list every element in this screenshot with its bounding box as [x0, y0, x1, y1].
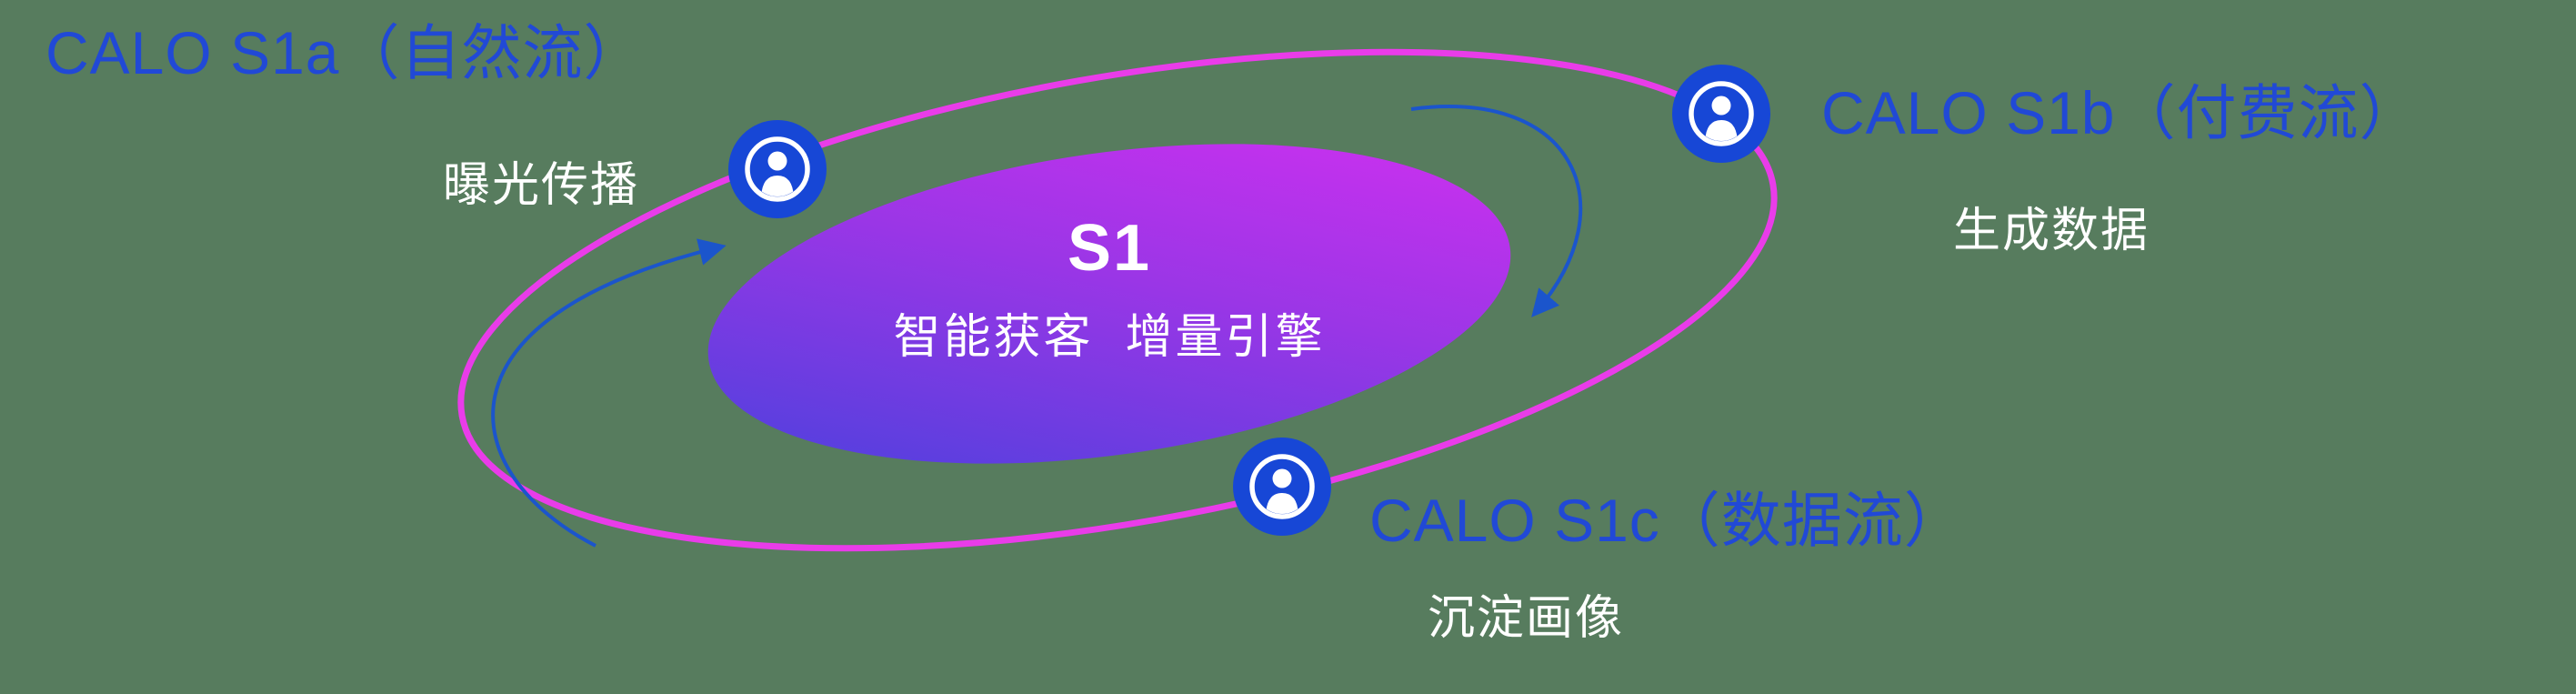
core-title: S1	[1067, 212, 1152, 285]
flow-arrow-right	[1410, 105, 1583, 317]
person-icon	[1233, 438, 1331, 536]
node-s1b	[1672, 65, 1770, 163]
label-calo-s1b: CALO S1b（付费流）	[1821, 79, 2421, 146]
person-icon	[728, 120, 827, 218]
label-calo-s1a: CALO S1a（自然流）	[45, 19, 645, 86]
core-text: S1 智能获客 增量引擎	[700, 211, 1519, 367]
core-subtitle: 智能获客 增量引擎	[893, 311, 1326, 364]
core-ellipse	[707, 144, 1511, 464]
orbit-ring	[457, 48, 1778, 552]
node-s1a	[728, 120, 827, 218]
sublabel-s1c: 沉淀画像	[1428, 592, 1625, 645]
sublabel-s1a: 曝光传播	[443, 159, 640, 212]
person-icon	[1672, 65, 1770, 163]
flow-arrow-left	[491, 238, 727, 548]
label-calo-s1c: CALO S1c（数据流）	[1369, 487, 1965, 554]
sublabel-s1b: 生成数据	[1953, 205, 2150, 257]
node-s1c	[1233, 438, 1331, 536]
